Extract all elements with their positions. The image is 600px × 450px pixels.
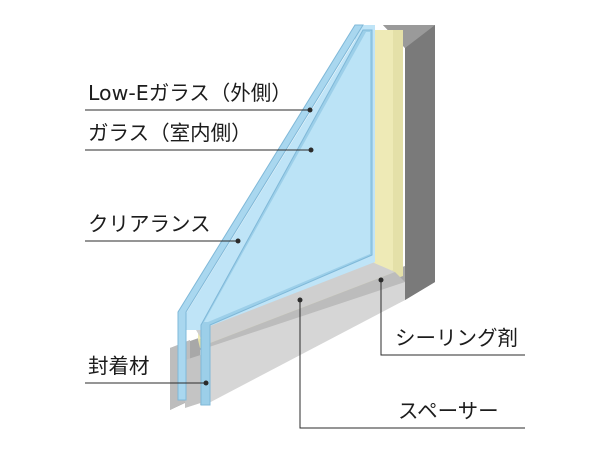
label-clearance: クリアランス bbox=[88, 212, 211, 236]
leader-lines bbox=[85, 107, 525, 429]
leader-dot-sealant bbox=[203, 380, 209, 386]
low-e-glass-pane bbox=[177, 24, 364, 401]
leader-dot-spacer bbox=[297, 297, 303, 303]
leader-dot-low-e-glass bbox=[307, 107, 313, 113]
label-inner-glass: ガラス（室内側） bbox=[88, 121, 252, 145]
leader-sealing-agent bbox=[380, 280, 525, 356]
label-low-e-glass: Low-Eガラス（外側） bbox=[88, 81, 292, 105]
label-spacer: スペーサー bbox=[398, 399, 499, 423]
leader-dot-sealing-agent bbox=[378, 277, 384, 283]
spacer-layer bbox=[196, 262, 405, 405]
leader-spacer bbox=[299, 300, 525, 429]
glass-face bbox=[204, 32, 370, 322]
label-sealing-agent: シーリング剤 bbox=[395, 326, 518, 350]
leader-dot-inner-glass bbox=[308, 147, 314, 153]
label-sealant: 封着材 bbox=[88, 354, 150, 378]
leader-dot-clearance bbox=[235, 238, 241, 244]
